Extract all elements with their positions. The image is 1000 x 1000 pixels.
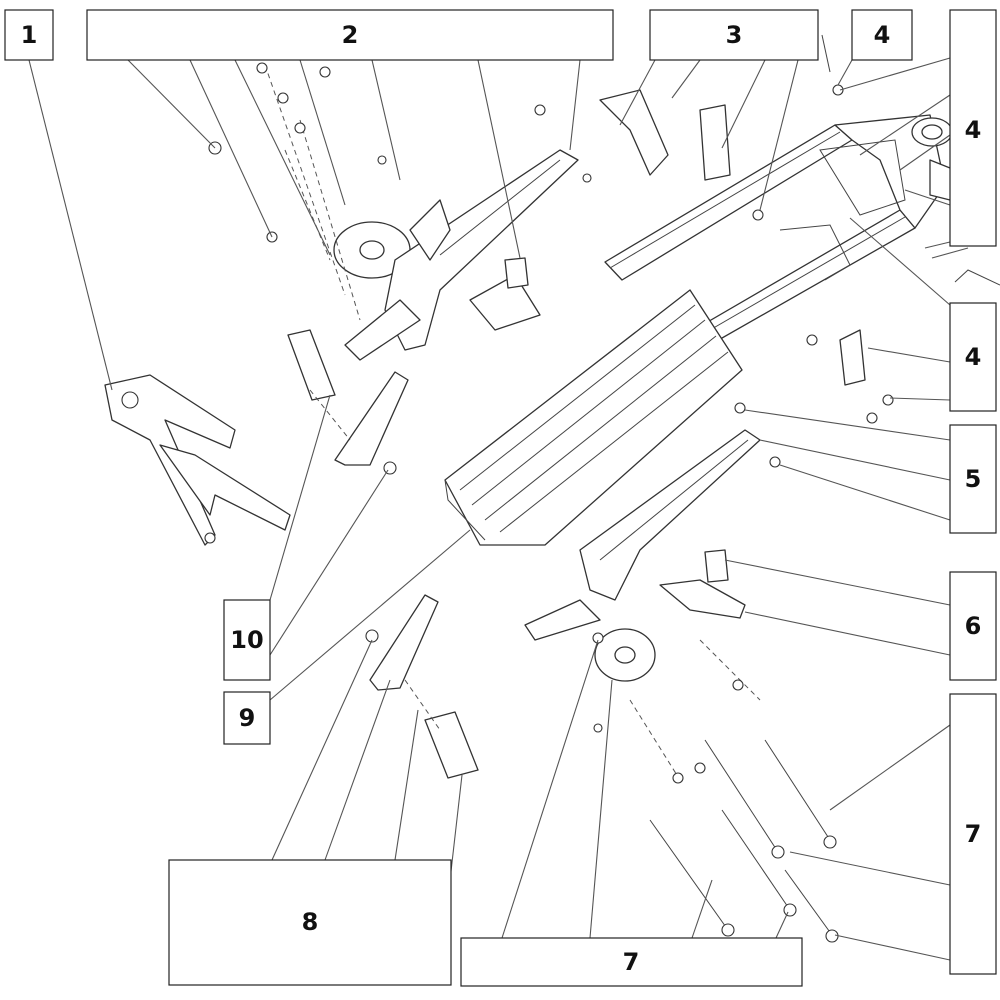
callout-label-8: 8	[302, 908, 319, 936]
kickstand-assembly	[104, 374, 291, 546]
callout-label-9: 9	[239, 704, 256, 732]
callout-label-5: 5	[965, 465, 982, 493]
callouts: 1 2 3 4 4 4 5 6	[4, 9, 997, 987]
callout-4-tall: 4	[949, 9, 997, 247]
left-footpeg-assembly	[287, 329, 409, 475]
right-footpeg-assembly	[365, 594, 479, 779]
callout-5: 5	[949, 424, 997, 534]
callout-label-4-lower: 4	[965, 343, 982, 371]
upper-small-brackets	[599, 89, 731, 181]
callout-8: 8	[168, 859, 452, 986]
side-bracket	[839, 329, 866, 386]
callout-9: 9	[223, 691, 271, 745]
long-bolts	[649, 739, 839, 943]
callout-4-lower: 4	[949, 302, 997, 412]
callout-label-7-right: 7	[965, 820, 982, 848]
right-bracket-assembly	[524, 429, 761, 682]
callout-2: 2	[86, 9, 614, 61]
leader-lines	[28, 57, 969, 961]
hardware	[208, 34, 1000, 784]
callout-label-1: 1	[21, 21, 38, 49]
left-bracket-assembly	[333, 149, 579, 361]
callout-6: 6	[949, 571, 997, 681]
callout-10: 10	[223, 599, 271, 681]
callout-7-right: 7	[949, 693, 997, 975]
parts	[104, 34, 1000, 943]
callout-label-10: 10	[230, 626, 263, 654]
callout-label-4-top: 4	[874, 21, 891, 49]
skid-plate	[444, 289, 743, 546]
callout-7-bottom: 7	[460, 937, 803, 987]
main-frame	[604, 114, 956, 363]
callout-label-3: 3	[726, 21, 743, 49]
callout-1: 1	[4, 9, 54, 61]
callout-label-2: 2	[342, 21, 359, 49]
callout-3: 3	[649, 9, 819, 61]
callout-label-7-bottom: 7	[623, 948, 640, 976]
callout-label-6: 6	[965, 612, 982, 640]
callout-4-top: 4	[851, 9, 913, 61]
callout-label-4-tall: 4	[965, 116, 982, 144]
